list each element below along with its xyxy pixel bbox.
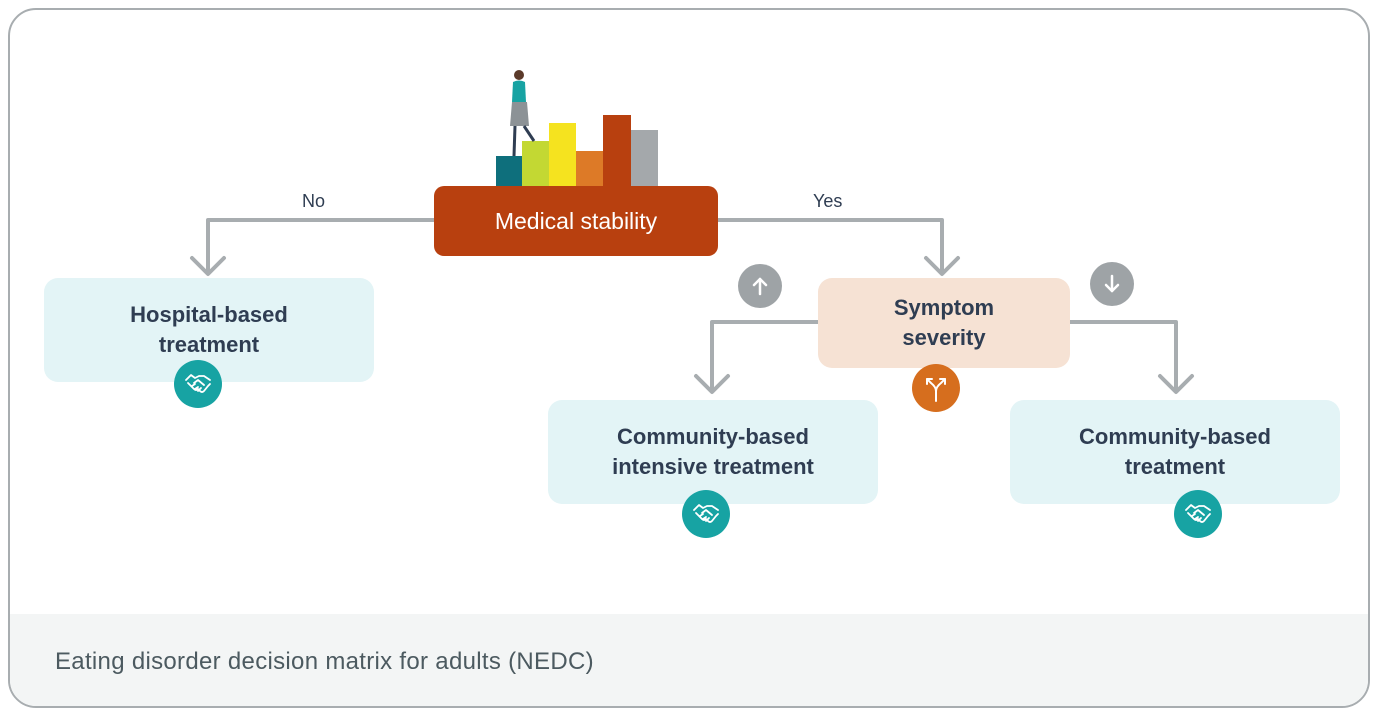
arrowhead-community xyxy=(1158,374,1194,394)
branch-label-no: No xyxy=(302,191,326,211)
intensive-treatment-label: Community-based intensive treatment xyxy=(612,424,814,479)
medical-stability-label: Medical stability xyxy=(494,208,658,234)
connector-yes xyxy=(716,218,944,274)
diagram-card: Medical stability No Yes Hospital-based … xyxy=(8,8,1370,708)
arrowhead-no xyxy=(190,256,226,276)
intensive-treatment-node: Community-based intensive treatment xyxy=(548,400,878,504)
caption-text: Eating disorder decision matrix for adul… xyxy=(55,648,594,675)
caption-bar: Eating disorder decision matrix for adul… xyxy=(10,614,1368,706)
community-treatment-node: Community-based treatment xyxy=(1010,400,1340,504)
connector-lines xyxy=(190,218,1194,394)
connector-no xyxy=(206,218,436,274)
connector-community xyxy=(1068,320,1178,392)
symptom-severity-node: Symptom severity xyxy=(818,278,1070,368)
arrowhead-intensive xyxy=(694,374,730,394)
medical-stability-node: Medical stability xyxy=(434,186,718,256)
arrow-up-icon xyxy=(738,264,782,308)
split-arrow-icon xyxy=(912,364,960,412)
hospital-label: Hospital-based treatment xyxy=(130,302,288,357)
arrow-down-icon xyxy=(1090,262,1134,306)
handshake-icon xyxy=(682,490,730,538)
connector-intensive xyxy=(710,320,820,392)
community-treatment-label: Community-based treatment xyxy=(1079,424,1271,479)
handshake-icon xyxy=(1174,490,1222,538)
handshake-icon xyxy=(174,360,222,408)
arrowhead-yes xyxy=(924,256,960,276)
branch-label-yes: Yes xyxy=(813,191,843,211)
hospital-node: Hospital-based treatment xyxy=(44,278,374,382)
woman-climbing-bars-illustration xyxy=(496,70,658,192)
symptom-severity-label: Symptom severity xyxy=(893,295,995,350)
